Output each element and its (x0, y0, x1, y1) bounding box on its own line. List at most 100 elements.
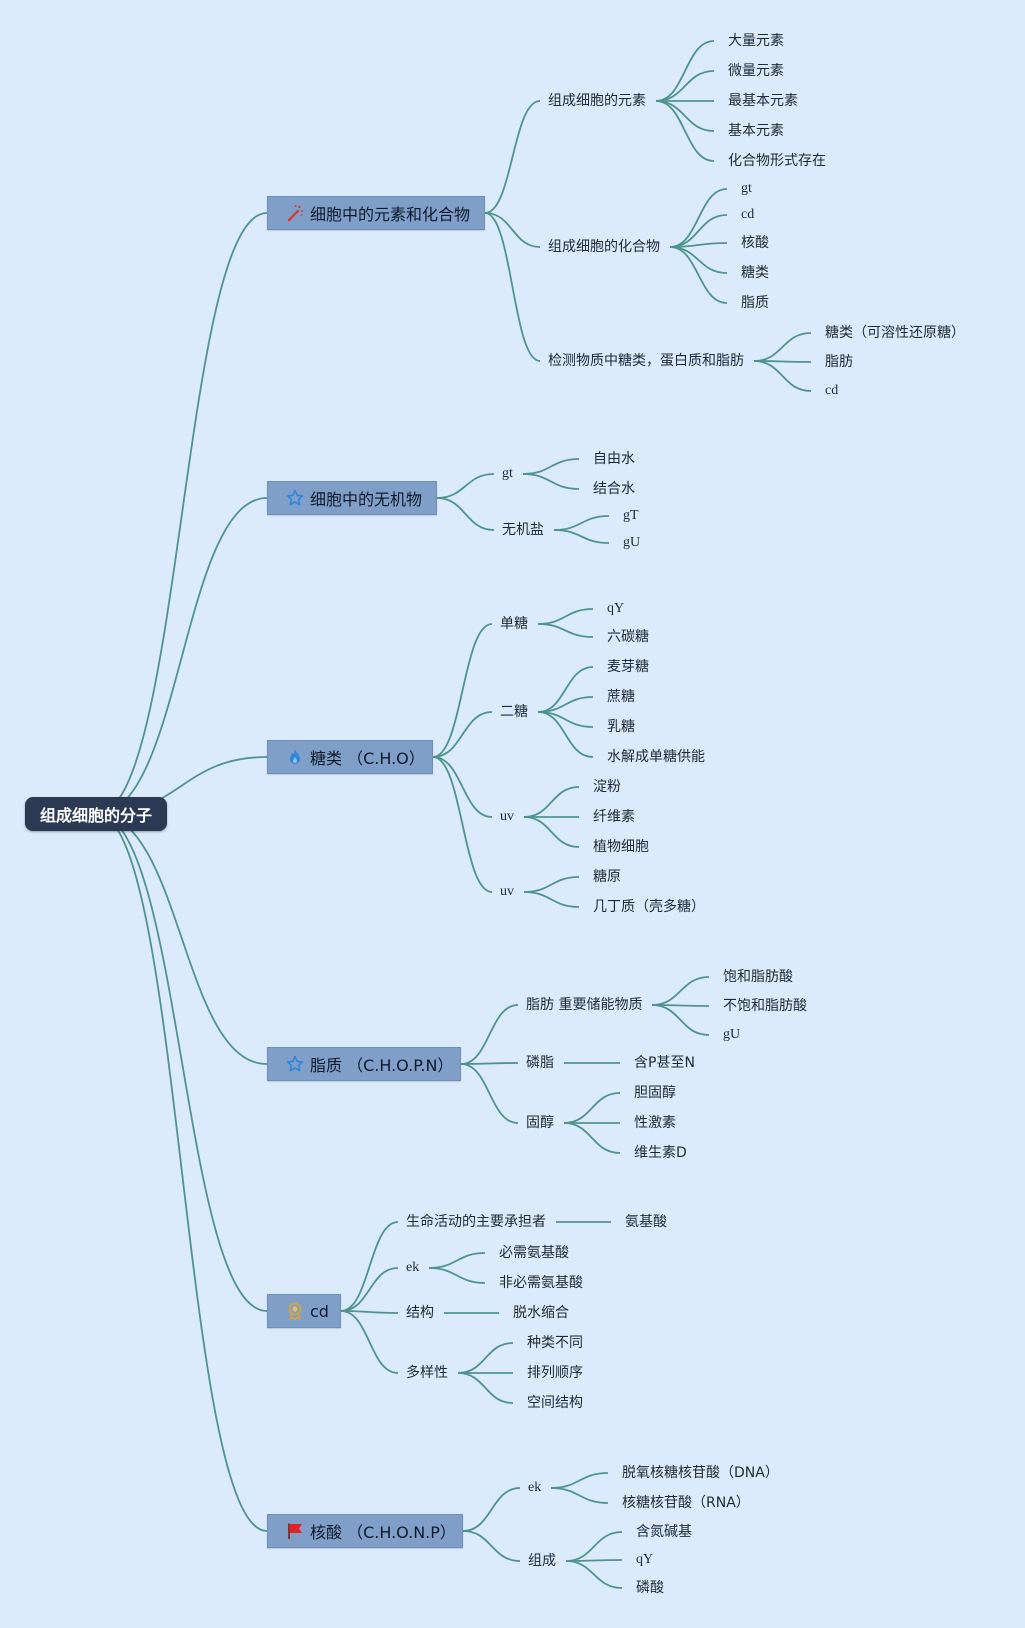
subtopic-node-0-1[interactable]: 组成细胞的化合物 (548, 239, 660, 255)
connector-topic-0-sub-1 (484, 212, 541, 248)
leaf-node-0-1-2[interactable]: 核酸 (741, 235, 769, 251)
leaf-node-5-1-1[interactable]: qY (636, 1552, 654, 1567)
leaf-node-1-1-1[interactable]: gU (623, 535, 641, 550)
connector-sub-2-3-leaf-1 (523, 891, 580, 908)
leaf-node-1-1-0[interactable]: gT (623, 508, 639, 523)
subtopic-node-3-1[interactable]: 磷脂 (526, 1055, 554, 1071)
subtopic-node-4-2[interactable]: 结构 (406, 1305, 434, 1321)
leaf-node-4-1-0[interactable]: 必需氨基酸 (499, 1245, 569, 1261)
subtopic-node-4-3[interactable]: 多样性 (406, 1365, 448, 1381)
topic-label: 脂质 （C.H.O.P.N） (310, 1056, 454, 1075)
subtopic-node-2-2[interactable]: uv (500, 809, 514, 824)
leaf-node-0-1-3[interactable]: 糖类 (741, 265, 769, 281)
topic-node-3[interactable]: 脂质 （C.H.O.P.N） (267, 1047, 461, 1081)
leaf-node-3-0-2[interactable]: gU (723, 1027, 741, 1042)
connector-topic-3-sub-0 (460, 1004, 519, 1065)
leaf-node-3-2-0[interactable]: 胆固醇 (634, 1085, 676, 1101)
connector-sub-3-0-leaf-2 (651, 1004, 710, 1036)
star-icon (286, 489, 304, 507)
leaf-node-2-0-1[interactable]: 六碳糖 (607, 629, 649, 645)
leaf-node-4-1-1[interactable]: 非必需氨基酸 (499, 1275, 583, 1291)
leaf-node-0-2-0[interactable]: 糖类（可溶性还原糖） (825, 325, 965, 341)
leaf-node-5-0-1[interactable]: 核糖核苷酸（RNA） (622, 1495, 750, 1511)
connector-sub-1-1-leaf-1 (553, 529, 610, 544)
leaf-node-4-3-1[interactable]: 排列顺序 (527, 1365, 583, 1381)
leaf-node-0-1-0[interactable]: gt (741, 181, 752, 196)
subtopic-node-2-3[interactable]: uv (500, 884, 514, 899)
connector-topic-1-sub-1 (436, 497, 495, 531)
leaf-node-2-1-2[interactable]: 乳糖 (607, 719, 635, 735)
connector-sub-0-1-leaf-0 (669, 188, 728, 248)
leaf-node-0-0-3[interactable]: 基本元素 (728, 123, 784, 139)
leaf-node-0-1-1[interactable]: cd (741, 207, 755, 222)
leaf-node-0-0-2[interactable]: 最基本元素 (728, 93, 798, 109)
leaf-node-4-3-2[interactable]: 空间结构 (527, 1395, 583, 1411)
leaf-node-2-1-0[interactable]: 麦芽糖 (607, 659, 649, 675)
leaf-node-4-2-0[interactable]: 脱水缩合 (513, 1305, 569, 1321)
leaf-node-0-0-1[interactable]: 微量元素 (728, 63, 784, 79)
connector-topic-5-sub-1 (462, 1530, 521, 1562)
leaf-node-2-0-0[interactable]: qY (607, 601, 625, 616)
leaf-node-1-0-1[interactable]: 结合水 (593, 481, 635, 497)
connector-root-topic-3 (96, 813, 268, 1065)
leaf-node-0-2-1[interactable]: 脂肪 (825, 354, 853, 370)
connector-topic-2-sub-0 (432, 623, 493, 758)
subtopic-node-2-1[interactable]: 二糖 (500, 704, 528, 720)
topic-node-0[interactable]: 细胞中的元素和化合物 (267, 196, 485, 230)
leaf-node-5-1-0[interactable]: 含氮碱基 (636, 1524, 692, 1540)
leaf-node-2-3-0[interactable]: 糖原 (593, 869, 621, 885)
leaf-node-0-0-4[interactable]: 化合物形式存在 (728, 153, 826, 169)
leaf-node-5-0-0[interactable]: 脱氧核糖核苷酸（DNA） (622, 1465, 779, 1481)
leaf-node-5-1-2[interactable]: 磷酸 (636, 1580, 664, 1596)
leaf-node-3-0-1[interactable]: 不饱和脂肪酸 (723, 998, 807, 1014)
subtopic-node-1-0[interactable]: gt (502, 466, 513, 481)
subtopic-node-2-0[interactable]: 单糖 (500, 616, 528, 632)
leaf-node-0-2-2[interactable]: cd (825, 383, 839, 398)
connector-sub-0-0-leaf-4 (655, 100, 715, 162)
connector-topic-2-sub-2 (432, 756, 493, 818)
connector-sub-0-1-leaf-3 (669, 246, 728, 274)
leaf-node-2-1-1[interactable]: 蔗糖 (607, 689, 635, 705)
leaf-node-2-2-1[interactable]: 纤维素 (593, 809, 635, 825)
leaf-node-3-2-2[interactable]: 维生素D (634, 1145, 687, 1161)
topic-node-4[interactable]: cd (267, 1294, 341, 1328)
root-node[interactable]: 组成细胞的分子 (25, 797, 167, 831)
leaf-node-1-0-0[interactable]: 自由水 (593, 451, 635, 467)
subtopic-node-5-0[interactable]: ek (528, 1480, 542, 1495)
subtopic-node-3-2[interactable]: 固醇 (526, 1115, 554, 1131)
leaf-node-2-3-1[interactable]: 几丁质（壳多糖） (593, 899, 705, 915)
subtopic-node-0-2[interactable]: 检测物质中糖类，蛋白质和脂肪 (548, 353, 744, 369)
subtopic-node-4-1[interactable]: ek (406, 1260, 420, 1275)
topic-node-5[interactable]: 核酸 （C.H.O.N.P） (267, 1514, 463, 1548)
leaf-node-4-3-0[interactable]: 种类不同 (527, 1335, 583, 1351)
topic-label: cd (310, 1301, 329, 1321)
topic-node-2[interactable]: 糖类 （C.H.O） (267, 740, 433, 774)
connector-sub-0-2-leaf-0 (753, 332, 812, 362)
connector-topic-0-sub-2 (484, 212, 541, 362)
leaf-node-4-0-0[interactable]: 氨基酸 (625, 1214, 667, 1230)
connector-sub-0-0-leaf-0 (655, 40, 715, 102)
topic-node-1[interactable]: 细胞中的无机物 (267, 481, 437, 515)
leaf-node-2-1-3[interactable]: 水解成单糖供能 (607, 749, 705, 765)
subtopic-node-3-0[interactable]: 脂肪 重要储能物质 (526, 997, 643, 1013)
subtopic-node-0-0[interactable]: 组成细胞的元素 (548, 93, 646, 109)
subtopic-node-4-0[interactable]: 生命活动的主要承担者 (406, 1214, 546, 1230)
connector-sub-2-2-leaf-2 (523, 816, 580, 848)
subtopic-node-5-1[interactable]: 组成 (528, 1553, 556, 1569)
connector-sub-0-0-leaf-3 (655, 100, 715, 132)
connector-sub-5-1-leaf-0 (565, 1531, 623, 1562)
leaf-node-3-1-0[interactable]: 含P甚至N (634, 1055, 695, 1071)
subtopic-node-1-1[interactable]: 无机盐 (502, 522, 544, 538)
leaf-node-0-0-0[interactable]: 大量元素 (728, 33, 784, 49)
leaf-node-3-2-1[interactable]: 性激素 (634, 1115, 676, 1131)
leaf-node-3-0-0[interactable]: 饱和脂肪酸 (723, 969, 793, 985)
connector-topic-4-sub-3 (340, 1310, 399, 1374)
leaf-node-2-2-2[interactable]: 植物细胞 (593, 839, 649, 855)
connector-sub-2-0-leaf-0 (537, 608, 594, 625)
connector-sub-0-2-leaf-2 (753, 360, 812, 392)
connector-topic-2-sub-1 (432, 711, 493, 758)
leaf-node-2-2-0[interactable]: 淀粉 (593, 779, 621, 795)
leaf-node-0-1-4[interactable]: 脂质 (741, 295, 769, 311)
